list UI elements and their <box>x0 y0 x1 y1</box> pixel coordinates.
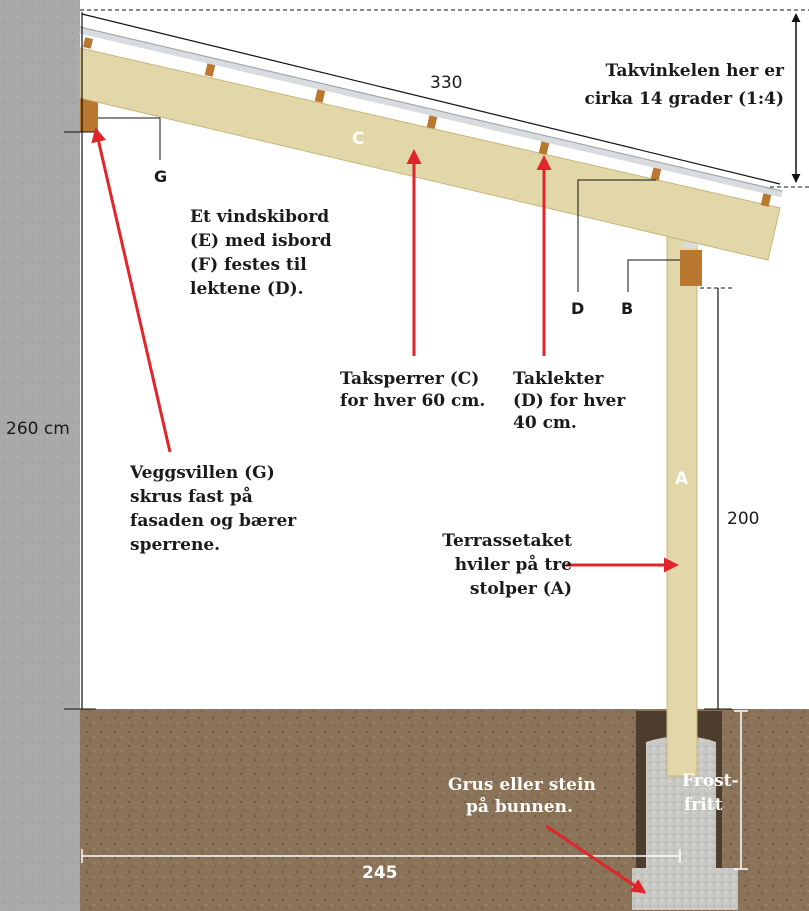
annotation-line: skrus fast på <box>130 486 253 507</box>
batten <box>82 37 94 49</box>
annotation-line: Frost- <box>682 771 739 791</box>
roof-sheet-edge <box>79 26 783 192</box>
annotation-line: cirka 14 grader (1:4) <box>584 89 784 109</box>
leader-b <box>627 259 680 292</box>
annotation-line: Taklekter <box>513 369 605 389</box>
post-height-label: 200 <box>727 509 759 529</box>
annotation-line: Et vindskibord <box>190 207 329 227</box>
leader-d <box>577 179 656 292</box>
tag-wall-plate-g: G <box>154 167 167 186</box>
annotation-line: lektene (D). <box>190 279 304 299</box>
gravel-bottom <box>632 868 738 910</box>
arrow-gravel <box>545 824 647 894</box>
annotation-line: Veggsvillen (G) <box>129 463 275 483</box>
house-wall <box>0 0 80 911</box>
roof-length-label: 330 <box>430 73 462 93</box>
annotation-line: fasaden og bærer <box>130 511 297 531</box>
annotation-battens: Taklekter (D) for hver 40 cm. <box>513 369 626 433</box>
batten <box>760 193 772 207</box>
annotation-frost: Frost- fritt <box>682 771 739 815</box>
annotation-line: for hver 60 cm. <box>340 391 485 411</box>
annotation-line: Takvinkelen her er <box>606 61 786 81</box>
batten <box>204 63 216 77</box>
tag-batten-d: D <box>571 299 584 318</box>
annotation-line: 40 cm. <box>513 413 577 433</box>
annotation-line: hviler på tre <box>455 554 572 575</box>
annotation-roof-angle: Takvinkelen her er cirka 14 grader (1:4) <box>584 61 785 109</box>
annotation-line: stolper (A) <box>470 579 572 599</box>
annotation-line: fritt <box>684 795 723 815</box>
ground-width-label: 245 <box>362 863 398 883</box>
wall-plate-g <box>80 92 98 132</box>
leader-g <box>98 117 161 160</box>
tag-rafter-c: C <box>352 129 364 149</box>
annotation-wall-plate: Veggsvillen (G) skrus fast på fasaden og… <box>129 463 297 555</box>
annotation-fascia: Et vindskibord (E) med isbord (F) festes… <box>190 207 332 299</box>
beam-b <box>680 250 702 286</box>
post-a <box>666 235 698 777</box>
batten <box>426 115 438 129</box>
gravel-fill <box>646 736 716 868</box>
annotation-line: Terrassetaket <box>442 531 572 551</box>
batten <box>314 89 326 103</box>
batten <box>538 141 550 155</box>
annotation-line: sperrene. <box>130 535 220 555</box>
wall-height-label: 260 cm <box>6 419 70 439</box>
annotation-posts: Terrassetaket hviler på tre stolper (A) <box>442 531 572 599</box>
annotation-gravel: Grus eller stein på bunnen. <box>448 775 596 817</box>
battens-d <box>82 37 772 207</box>
annotation-line: (F) festes til <box>190 255 307 275</box>
tag-beam-b: B <box>621 299 633 318</box>
rafter-c <box>79 47 781 261</box>
arrow-wall-plate <box>91 127 172 453</box>
annotation-line: (D) for hver <box>513 391 626 411</box>
annotation-line: på bunnen. <box>466 796 573 817</box>
batten <box>650 167 662 181</box>
roof-dimension-line <box>81 13 781 185</box>
annotation-line: (E) med isbord <box>190 231 332 251</box>
annotation-rafters: Taksperrer (C) for hver 60 cm. <box>340 369 485 411</box>
tag-post-a: A <box>675 469 689 489</box>
annotation-line: Grus eller stein <box>448 775 596 795</box>
roof-sheet <box>79 26 783 198</box>
annotation-line: Taksperrer (C) <box>340 369 479 389</box>
